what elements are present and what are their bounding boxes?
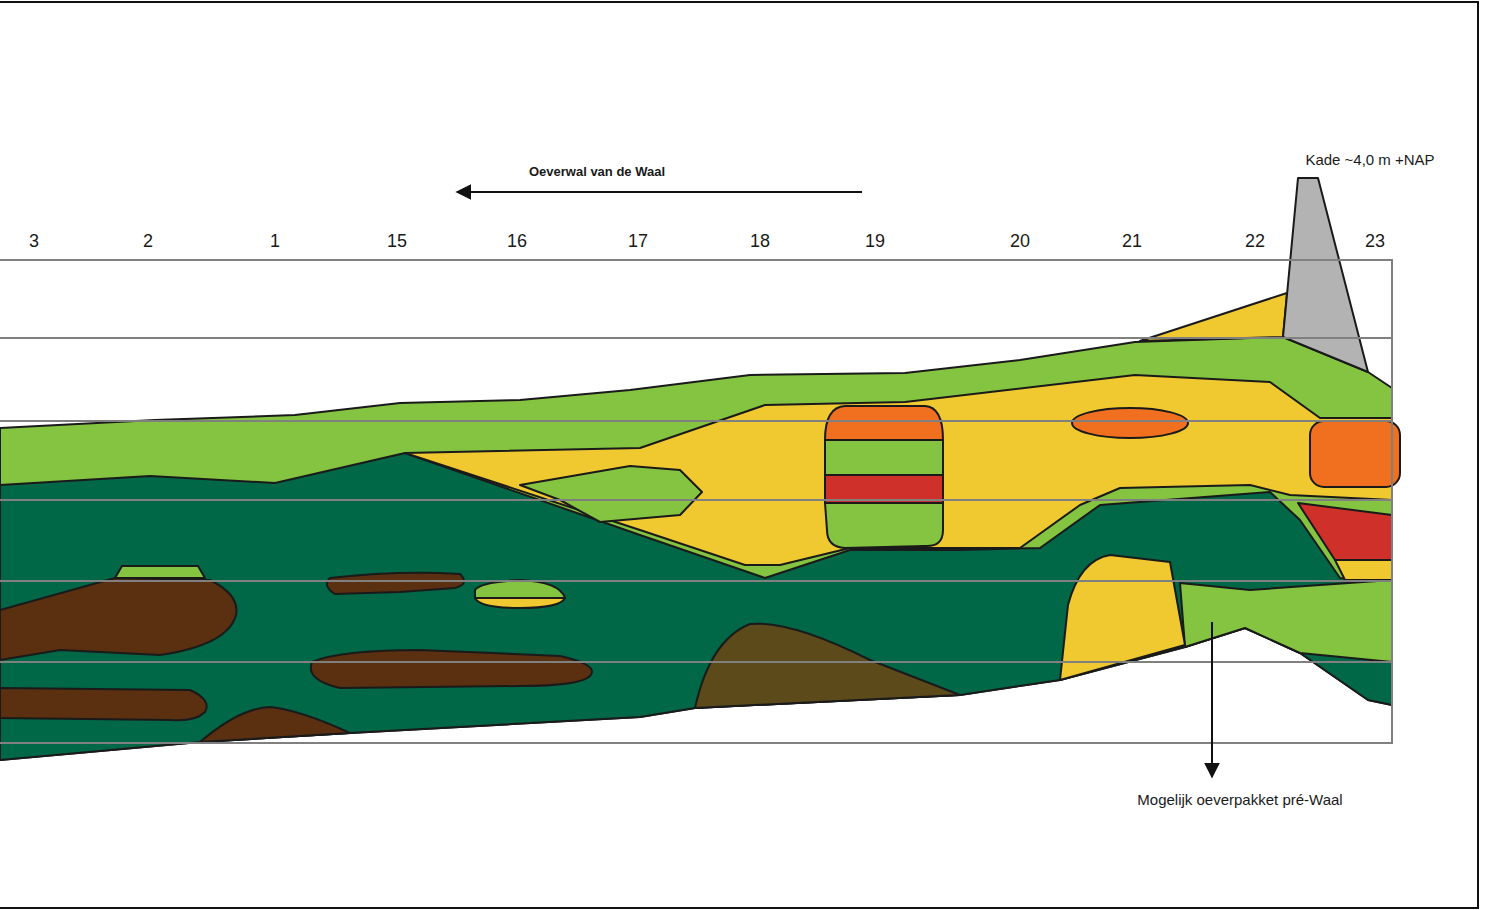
borehole-number: 22 [1245,232,1265,252]
borehole-number: 3 [29,232,39,252]
borehole-number: 23 [1365,232,1385,252]
borehole-number: 18 [750,232,770,252]
borehole-number: 2 [143,232,153,252]
kade-label: Kade ~4,0 m +NAP [1305,152,1434,169]
borehole-number: 17 [628,232,648,252]
borehole-number: 15 [387,232,407,252]
arrow-label: Oeverwal van de Waal [527,165,667,179]
borehole-number: 20 [1010,232,1030,252]
borehole-number: 19 [865,232,885,252]
annotation-label: Mogelijk oeverpakket pré-Waal [1137,792,1342,809]
borehole-number: 21 [1122,232,1142,252]
borehole-number: 16 [507,232,527,252]
borehole-number: 1 [270,232,280,252]
